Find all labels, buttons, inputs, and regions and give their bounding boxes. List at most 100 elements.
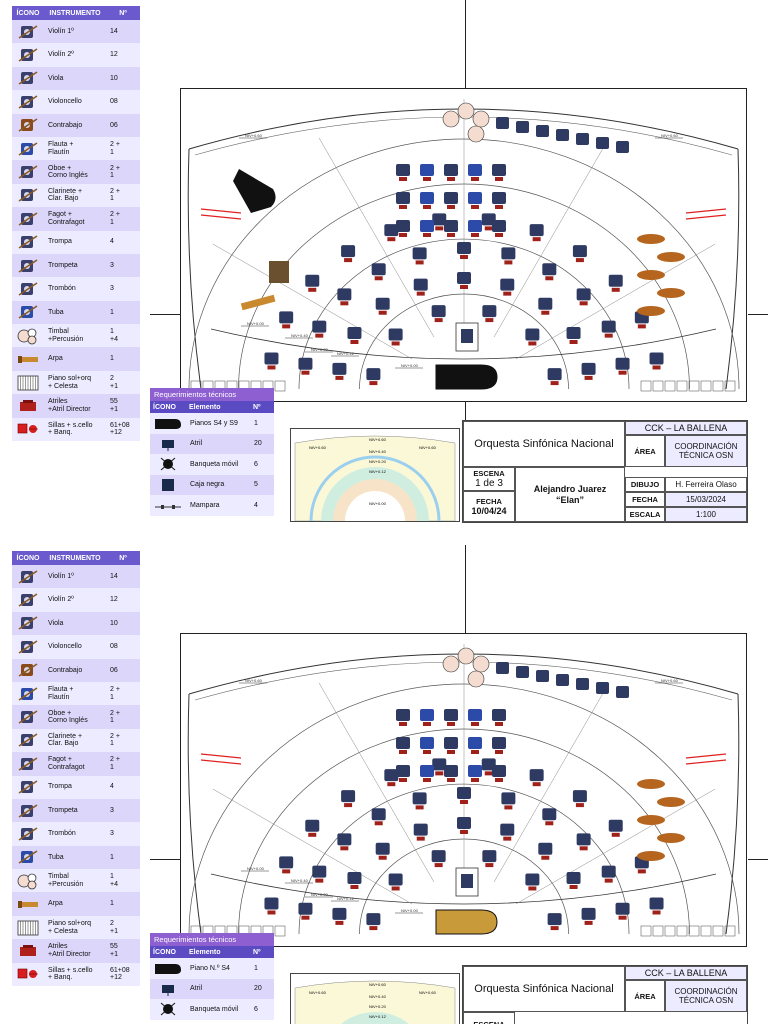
- musician-seat: [581, 907, 596, 925]
- side-access-arrow: [685, 208, 727, 214]
- legend-instrument-count: 4: [110, 783, 114, 791]
- music-stand-icon: [12, 397, 44, 415]
- mini-level-top: NIV+0.60: [369, 437, 387, 442]
- audience-seat: [652, 925, 664, 937]
- musician-seat: [337, 833, 352, 851]
- audience-seat: [664, 380, 676, 392]
- legend-instrument-count: 2 + 1: [110, 141, 120, 156]
- clarinet-icon: [12, 731, 44, 749]
- level-mini-drawing: NIV+0.60 NIV+0.60 NIV+0.60 NIV+0.40 NIV+…: [294, 435, 456, 521]
- music-stand-icon: [150, 436, 186, 452]
- musician-seat: [608, 819, 623, 837]
- musician-seat: [341, 790, 356, 808]
- musician-seat: [547, 913, 562, 931]
- violin-icon: [12, 591, 44, 609]
- brass-seat: [596, 137, 609, 149]
- wind-seat: [396, 192, 410, 209]
- side-access-arrow: [200, 208, 242, 214]
- side-access-arrow: [200, 753, 242, 759]
- timpani-drum: [472, 655, 490, 673]
- musician-seat: [279, 311, 294, 329]
- mini-level-left: NIV+0.60: [309, 445, 327, 450]
- legend-instrument-name: Piano sol+orq + Celesta: [48, 375, 92, 390]
- wind-seat: [468, 709, 482, 726]
- audience-seat: [712, 380, 724, 392]
- legend-instrument-name: Timbal +Percusión: [48, 328, 84, 343]
- legend-instrument-count: 1 +4: [110, 328, 118, 343]
- tech-element-name: Banqueta móvil: [190, 1005, 239, 1013]
- legend-instrument-count: 55 +1: [110, 398, 118, 413]
- mini-level-2: NIV+0.40: [369, 449, 387, 454]
- conductor-figure: [461, 329, 473, 343]
- stage-wall-right: [725, 693, 740, 935]
- area-value: COORDINACIÓN TÉCNICA OSN: [665, 980, 747, 1012]
- axis-line-top-2: [465, 545, 466, 633]
- cello-instrument: [657, 252, 685, 262]
- cello-instrument: [637, 779, 665, 789]
- grand-piano: [233, 169, 276, 213]
- axis-line-left: [150, 314, 180, 315]
- conductor-figure: [461, 874, 473, 888]
- cello-instrument: [657, 797, 685, 807]
- legend-header-2: ÍCONO INSTRUMENTO Nº: [12, 551, 140, 565]
- tech-requirements-2: Requerimientos técnicos ÍCONO Elemento N…: [150, 933, 274, 1020]
- escala-label: ESCALA: [625, 507, 665, 522]
- musician-seat: [649, 897, 664, 915]
- legend-instrument-name: Oboe + Corno Inglés: [48, 709, 88, 725]
- legend-header-instrument: INSTRUMENTO: [49, 554, 101, 562]
- legend-instrument-name: Trombón: [48, 830, 76, 838]
- musician-seat: [608, 274, 623, 292]
- musician-seat: [500, 278, 515, 296]
- cello-instrument: [657, 288, 685, 298]
- radial-line: [212, 243, 413, 360]
- title-block-2: Orquesta Sinfónica Nacional CCK – LA BAL…: [462, 965, 748, 1024]
- musician-seat: [305, 274, 320, 292]
- level-label: NIV+0.40: [291, 333, 309, 338]
- legend-instrument-name: Viola: [48, 619, 64, 627]
- legend-instrument-name: Sillas + s.cello + Banq.: [48, 421, 93, 437]
- musician-seat: [298, 902, 313, 920]
- legend-instrument-name: Violín 1º: [48, 27, 74, 35]
- legend-row: Timbal +Percusión 1 +4: [12, 324, 140, 348]
- celesta-instrument: [269, 261, 289, 283]
- legend-instrument-count: 61+08 +12: [110, 421, 130, 437]
- musician-seat: [525, 873, 540, 891]
- stage-wall-left: [187, 693, 202, 935]
- musician-seat: [482, 850, 497, 868]
- tech-element-count: 4: [254, 501, 258, 509]
- wind-seat: [396, 765, 410, 782]
- musician-seat: [538, 297, 553, 315]
- legend-instrument-count: 10: [110, 74, 118, 82]
- timpani-drum: [472, 110, 490, 128]
- legend-instrument-count: 61+08 +12: [110, 966, 130, 982]
- musician-seat: [601, 865, 616, 883]
- legend-instrument-count: 4: [110, 238, 114, 246]
- legend-instrument-name: Viola: [48, 74, 64, 82]
- front-piano: [435, 364, 498, 390]
- side-access-arrow: [200, 214, 242, 220]
- orchestra-name: Orquesta Sinfónica Nacional: [463, 966, 625, 1012]
- tech-header-element: Elemento: [189, 403, 221, 411]
- musician-seat: [615, 902, 630, 920]
- cello-icon: [12, 638, 44, 656]
- musician-seat: [457, 787, 471, 804]
- musician-seat: [366, 913, 381, 931]
- wind-seat: [492, 192, 506, 209]
- wind-seat: [420, 765, 434, 782]
